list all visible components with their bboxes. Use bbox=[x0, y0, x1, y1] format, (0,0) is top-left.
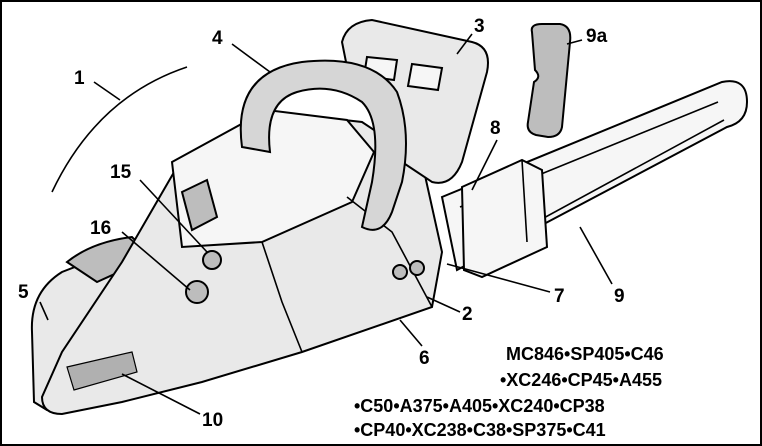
callout-4: 4 bbox=[212, 28, 223, 49]
tensioner-2 bbox=[409, 260, 425, 276]
callout-7: 7 bbox=[554, 286, 565, 307]
engine-body bbox=[40, 108, 444, 416]
callout-5: 5 bbox=[18, 282, 29, 303]
bar-sleeve bbox=[460, 158, 549, 279]
label-plate bbox=[66, 351, 138, 391]
model-line: MC846•SP405•C46 bbox=[506, 344, 664, 364]
callout-15: 15 bbox=[110, 162, 132, 183]
rotation-arc bbox=[51, 66, 188, 193]
chain-guard bbox=[526, 23, 572, 139]
knob-15 bbox=[202, 250, 222, 270]
leader-lines bbox=[39, 33, 613, 415]
callout-9a: 9a bbox=[586, 26, 608, 47]
callout-1: 1 bbox=[74, 68, 85, 89]
callout-6: 6 bbox=[419, 348, 430, 369]
model-line: •XC246•CP45•A455 bbox=[500, 370, 662, 390]
callout-9: 9 bbox=[614, 286, 625, 307]
model-line: •C50•A375•A405•XC240•CP38 bbox=[354, 396, 605, 416]
front-handle bbox=[239, 59, 407, 231]
model-line: •CP40•XC238•C38•SP375•C41 bbox=[354, 420, 606, 440]
callout-8: 8 bbox=[490, 118, 501, 139]
hand-guard bbox=[340, 18, 489, 184]
knob-16 bbox=[185, 280, 209, 304]
tensioner bbox=[392, 264, 408, 280]
model-list: MC846•SP405•C46 •XC246•CP45•A455 •C50•A3… bbox=[354, 344, 664, 440]
callout-2: 2 bbox=[462, 304, 473, 325]
callout-3: 3 bbox=[474, 16, 485, 37]
callout-16: 16 bbox=[90, 218, 111, 239]
callout-10: 10 bbox=[202, 410, 223, 431]
